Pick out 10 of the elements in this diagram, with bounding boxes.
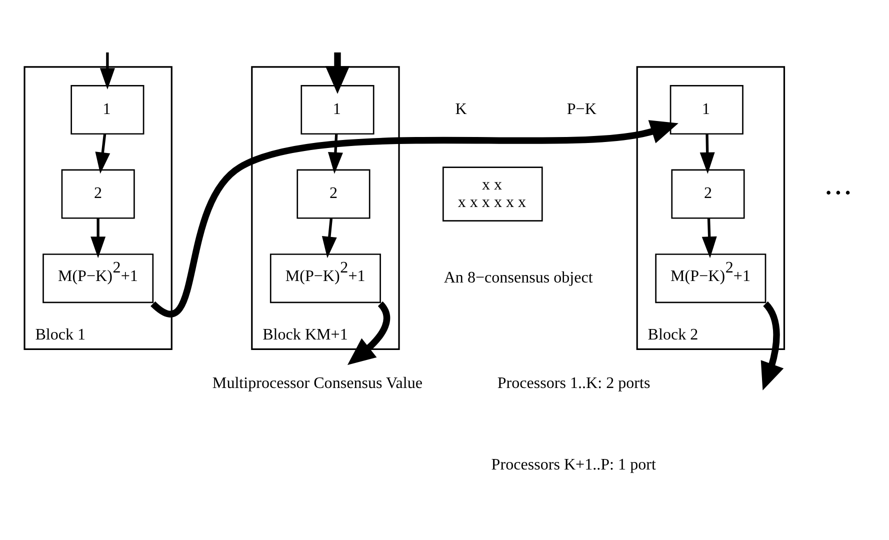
node-label: Block 1 bbox=[35, 326, 86, 344]
node-label: Block KM+1 bbox=[262, 326, 348, 344]
label: Processors 1..K: 2 ports bbox=[497, 375, 650, 392]
label: K bbox=[455, 100, 467, 118]
label: Processors K+1..P: 1 port bbox=[491, 456, 656, 474]
label: P−K bbox=[566, 100, 596, 118]
node-label: An 8−consensus object bbox=[444, 269, 593, 286]
node-text: Multiprocessor Consensus Value bbox=[212, 375, 423, 392]
label: • • • bbox=[826, 185, 851, 202]
node-label: Block 2 bbox=[648, 326, 698, 344]
